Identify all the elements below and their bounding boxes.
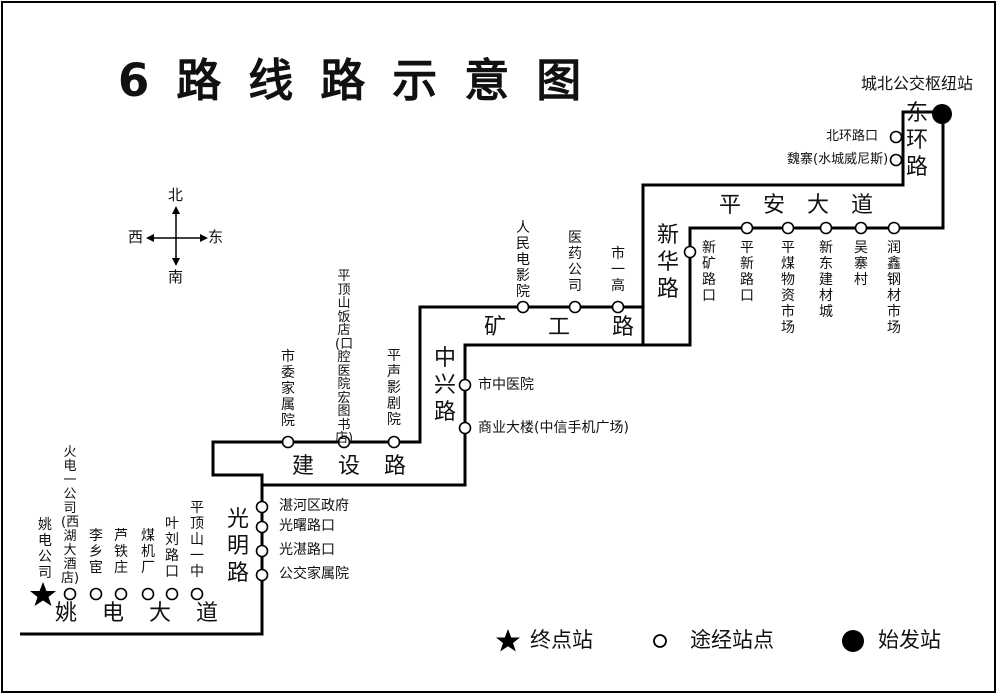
compass-west-label: 西 — [128, 228, 144, 246]
stop-marker — [611, 300, 625, 314]
stop-label: 公交家属院 — [279, 566, 349, 582]
stop-marker — [190, 587, 204, 601]
route-line-mid — [260, 343, 643, 487]
stop-label: 市一高 — [611, 246, 625, 294]
page-title: 6路线路示意图 — [118, 54, 609, 107]
stop-marker — [854, 221, 868, 235]
stop-marker — [458, 378, 472, 392]
stop-marker — [141, 587, 155, 601]
stop-label: 平煤物资市场 — [781, 240, 795, 336]
stop-label: 商业大楼(中信手机广场) — [478, 420, 629, 436]
stop-marker — [889, 153, 903, 167]
compass-north-label: 北 — [168, 186, 184, 204]
stop-marker — [255, 544, 269, 558]
compass-east-arrow — [200, 234, 208, 242]
stop-marker — [781, 221, 795, 235]
origin-stop-marker — [932, 104, 952, 124]
stop-marker — [740, 221, 754, 235]
stop-marker — [255, 500, 269, 514]
stop-label: 姚电公司 — [38, 517, 52, 581]
stop-label: 平新路口 — [740, 240, 754, 304]
stop-marker — [63, 587, 77, 601]
stop-marker — [255, 520, 269, 534]
compass-north-arrow — [172, 206, 180, 214]
stop-label: 湛河区政府 — [279, 498, 349, 514]
road-name-zhongxing: 中兴路 — [433, 346, 456, 425]
stop-label: 新东建材城 — [819, 240, 833, 320]
stop-label: 芦铁庄 — [114, 528, 128, 576]
road-name-kuanggong: 矿工路 — [484, 315, 677, 340]
stop-marker — [165, 587, 179, 601]
stop-marker — [887, 221, 901, 235]
legend-star-icon — [496, 629, 520, 652]
compass-east-label: 东 — [208, 228, 224, 246]
stop-marker — [255, 568, 269, 582]
road-name-donghuan: 东环路 — [905, 101, 928, 180]
stop-marker — [889, 130, 903, 144]
stop-marker — [89, 587, 103, 601]
stop-marker — [568, 300, 582, 314]
compass-south-label: 南 — [168, 268, 184, 286]
stop-marker — [114, 587, 128, 601]
stop-label: 叶刘路口 — [165, 516, 179, 580]
legend-filled-circle-icon — [842, 630, 864, 652]
stop-label: 光湛路口 — [279, 542, 335, 558]
stop-marker — [516, 300, 530, 314]
stop-label: 平顶山饭店(口腔医院宏图书店) — [335, 269, 354, 446]
stop-label: 吴寨村 — [854, 240, 868, 288]
route-line — [20, 110, 935, 636]
stop-label: 平声影剧院 — [387, 348, 401, 428]
stop-label: 市委家属院 — [281, 349, 295, 429]
compass-west-arrow — [146, 234, 154, 242]
stop-label: 煤机厂 — [141, 528, 155, 576]
stop-label: 市中医院 — [478, 377, 534, 393]
terminal-star-marker — [30, 582, 56, 606]
road-name-yaodian: 姚电大道 — [55, 601, 244, 626]
legend-hollow-circle-icon — [653, 634, 667, 648]
road-name-xinhua: 新华路 — [656, 223, 679, 302]
stop-label: 光曙路口 — [279, 518, 335, 534]
stop-label: 人民电影院 — [516, 220, 530, 300]
stop-marker — [819, 221, 833, 235]
road-name-guangming: 光明路 — [226, 507, 249, 586]
stop-marker — [387, 435, 401, 449]
stop-label: 平顶山一中 — [190, 500, 204, 580]
origin-station-label: 城北公交枢纽站 — [861, 74, 974, 93]
stop-label: 李乡宦 — [89, 528, 103, 576]
legend-origin-label: 始发站 — [878, 628, 941, 652]
road-name-pingan: 平安大道 — [719, 193, 896, 218]
stop-marker — [281, 435, 295, 449]
stop-label: 火电一公司(西湖大酒店) — [61, 445, 80, 586]
stop-label: 润鑫钢材市场 — [887, 240, 901, 336]
stop-label: 新矿路口 — [702, 240, 716, 304]
legend-terminal-label: 终点站 — [530, 628, 593, 652]
stop-marker — [683, 245, 697, 259]
stop-label: 医药公司 — [568, 230, 582, 294]
legend-passing-label: 途经站点 — [690, 628, 774, 652]
stop-label: 北环路口 — [826, 129, 879, 144]
stop-marker — [458, 421, 472, 435]
stop-label: 魏寨(水城威尼斯) — [787, 152, 889, 167]
compass-south-arrow — [172, 258, 180, 266]
road-name-jianshe: 建设路 — [292, 454, 431, 479]
stop-marker — [337, 435, 351, 449]
